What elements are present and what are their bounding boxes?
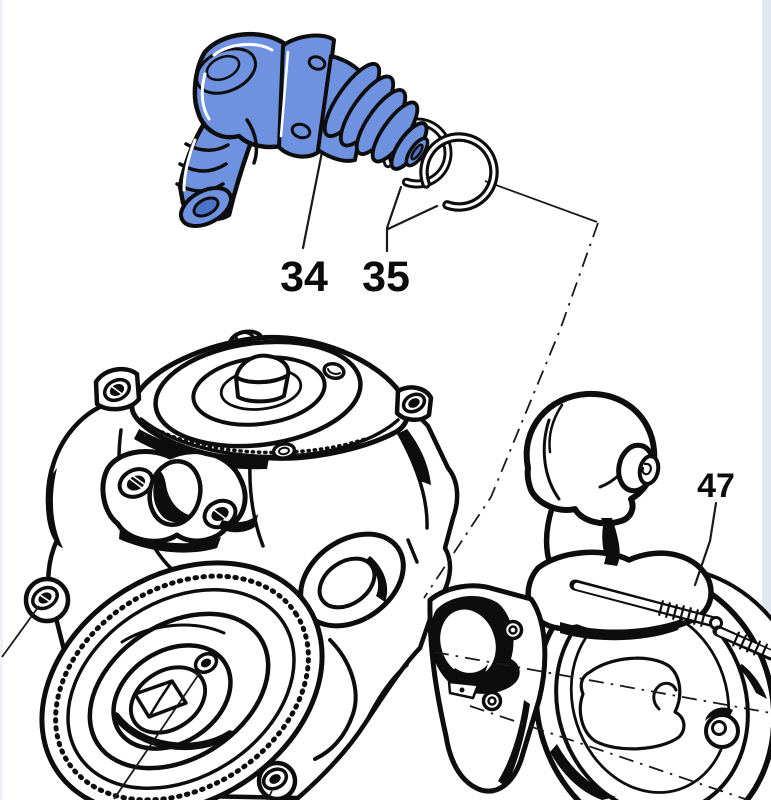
rim-stipple [160, 430, 370, 455]
leader-line-35 [385, 185, 439, 253]
left-edge-band [0, 0, 3, 800]
fitting-bore [410, 143, 424, 161]
head-boss-end [637, 454, 661, 486]
right-edge-band [762, 0, 771, 800]
face-arc [120, 623, 226, 644]
casting-line [396, 430, 429, 530]
highlight [182, 138, 197, 192]
hose-barb-ribs [322, 61, 430, 171]
leader-line-34 [301, 150, 324, 250]
assembly-centerline [423, 222, 599, 599]
leader-line-47 [693, 501, 718, 587]
leader-line-35-corner [484, 180, 598, 223]
callout-35: 35 [362, 253, 410, 301]
cover-center-outline [578, 656, 686, 751]
casting-line [406, 538, 419, 564]
centerline [469, 705, 749, 800]
stipple-ring [53, 573, 311, 800]
stud-threads [658, 600, 706, 627]
cover-detail [652, 681, 678, 711]
shadow [550, 744, 616, 800]
shadow [399, 429, 431, 485]
face-ring [66, 587, 296, 791]
gooseneck-head [523, 390, 658, 527]
cover-bolt-hole [711, 720, 727, 736]
shadow [737, 664, 767, 699]
head-contour [542, 418, 561, 501]
casting-line [248, 460, 265, 548]
casting-line [313, 638, 358, 761]
top-cover [93, 329, 434, 461]
shadow [46, 468, 63, 548]
shaft-slot [147, 679, 174, 719]
side-boss [298, 531, 406, 629]
foot-bolt-hole [502, 619, 524, 641]
clamp-hole [307, 55, 327, 71]
pump-housing [1, 329, 460, 800]
head-contour [548, 403, 564, 454]
leader-line [1, 605, 40, 658]
shadow [601, 518, 620, 566]
callout-47: 47 [697, 467, 735, 505]
centerline [433, 651, 771, 714]
shadow [119, 528, 221, 553]
clamp-hole [290, 122, 312, 140]
shadow [498, 700, 530, 787]
cover-bolt-hole [271, 442, 297, 460]
foot-bolt-hole [481, 690, 503, 712]
leader-line [266, 790, 273, 800]
part-34-hose-fitting [175, 31, 430, 228]
hub-shadow [112, 712, 234, 751]
part-35-retaining-ring-2 [419, 132, 499, 212]
casting-line [364, 663, 409, 724]
elbow-crease [245, 118, 259, 165]
shadow [560, 618, 684, 641]
front-face [1, 560, 325, 800]
part-47-stud-2 [712, 625, 771, 661]
head-end-inner [205, 54, 241, 82]
highlight [200, 72, 211, 121]
highlight [212, 42, 274, 57]
side-port-flange [100, 448, 258, 544]
stud-threads [732, 631, 768, 659]
cover-rim [139, 417, 400, 459]
leader-line [113, 670, 202, 800]
callout-34: 34 [280, 253, 328, 301]
rear-foot [427, 583, 548, 794]
boss-curl [641, 462, 652, 476]
spout-opening [192, 196, 220, 218]
highlight [279, 50, 290, 138]
